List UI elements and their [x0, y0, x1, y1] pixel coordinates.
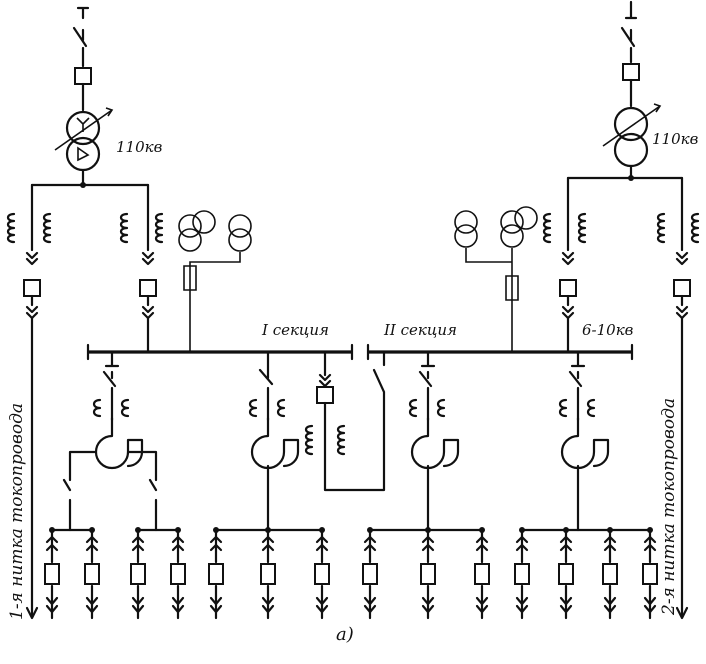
outgoing-feeder: [44, 527, 60, 620]
voltage-label-right: 110кв: [652, 130, 699, 148]
outgoing-feeder: [130, 527, 146, 620]
figure-caption: а): [336, 624, 354, 645]
reactor-group-2: [248, 350, 300, 532]
reactor-group-4: [558, 350, 610, 532]
outgoing-feeder: [558, 527, 574, 620]
transformer-winding-hv: [65, 110, 101, 146]
left-transformer-group: 110кв: [6, 6, 252, 620]
feeder-label-left: 1-я нитка токопровода: [7, 403, 27, 620]
outgoing-feeder: [208, 527, 224, 620]
outgoing-feeder: [362, 527, 378, 620]
bus-section-2: II секция 6-10кв: [366, 321, 634, 361]
right-transformer-group: 110кв: [454, 0, 700, 620]
voltage-label-left: 110кв: [116, 138, 163, 156]
outgoing-feeder: [260, 527, 276, 620]
outgoing-feeder: [420, 527, 436, 620]
reactor-group-3: [408, 350, 460, 532]
outgoing-feeder: [642, 527, 658, 620]
outgoing-feeder: [514, 527, 530, 620]
bus-voltage-label: 6-10кв: [582, 321, 634, 339]
transformer-winding-lv-right: [613, 132, 649, 168]
outgoing-feeder: [84, 527, 100, 620]
feeder-label-right: 2-я нитка токопровода: [659, 398, 679, 616]
outgoing-feeder: [314, 527, 330, 620]
outgoing-feeder: [602, 527, 618, 620]
feeder-lines: [44, 527, 658, 620]
outgoing-feeder: [170, 527, 186, 620]
reactor-group-1: [62, 350, 158, 532]
bus-coupler: [304, 350, 386, 492]
section-1-label: I секция: [261, 321, 329, 339]
outgoing-feeder: [474, 527, 490, 620]
transformer-winding-hv-right: [613, 106, 649, 142]
section-2-label: II секция: [383, 321, 457, 339]
bus-section-1: I секция: [86, 321, 354, 361]
transformer-winding-lv: [65, 136, 101, 172]
